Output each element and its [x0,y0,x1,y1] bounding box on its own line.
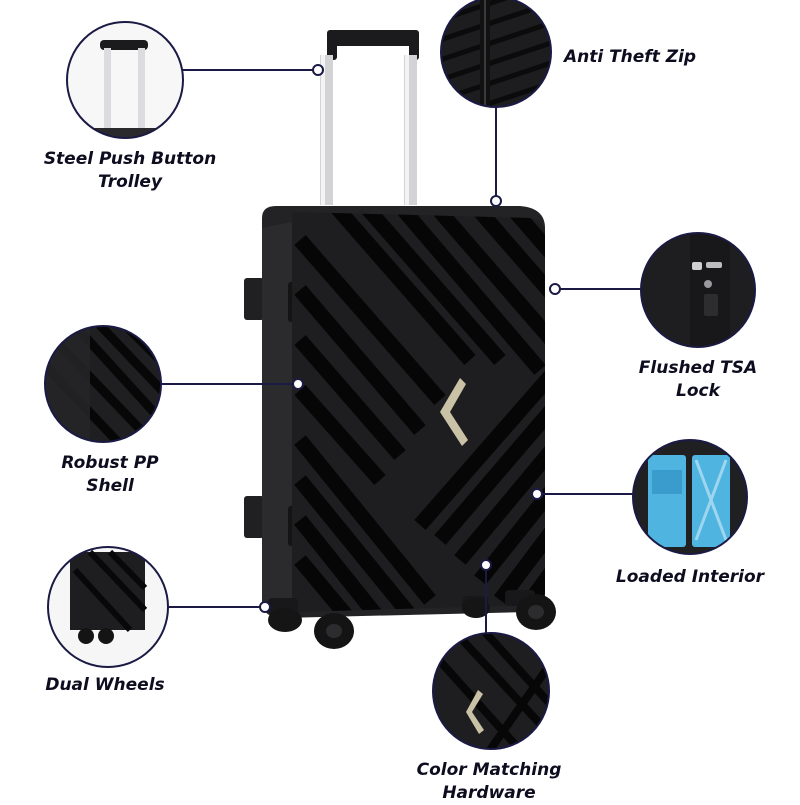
trolley-label-line2: Trolley [97,172,163,192]
hardware-label: Color Matching Hardware [408,759,570,805]
front-shell [292,212,545,612]
wheels-detail-circle [47,546,169,668]
interior-label-line1: Loaded Interior [615,567,765,587]
trolley-label-line1: Steel Push Button [43,149,217,169]
zip-label: Anti Theft Zip [555,46,705,69]
shell-label: Robust PP Shell [45,452,175,498]
connector-dots [259,64,561,613]
shell-detail-circle [44,325,162,443]
interior-label: Loaded Interior [612,566,768,589]
zip-label-line1: Anti Theft Zip [563,47,697,67]
zip-detail-circle [440,0,552,108]
tsa-label-line2: Lock [676,381,720,401]
wheels [268,590,556,649]
tsa-lock-detail-circle [640,232,756,348]
tsa-label-line1: Flushed TSA [638,358,758,378]
suitcase [244,30,556,649]
hardware-label-line1: Color Matching [416,760,562,780]
wheels-label-line1: Dual Wheels [45,675,165,695]
shell-label-line2: Shell [86,476,134,496]
trolley-label: Steel Push Button Trolley [40,148,220,194]
trolley-detail-circle [66,21,184,139]
wheels-label: Dual Wheels [35,674,175,697]
hardware-label-line2: Hardware [442,783,536,803]
shell-label-line1: Robust PP [61,453,159,473]
connector-lines [161,69,641,633]
interior-detail-circle [632,439,748,555]
trolley-handle [320,30,419,205]
tsa-label: Flushed TSA Lock [628,357,768,403]
side-feet [244,278,264,538]
hardware-detail-circle [432,632,550,750]
accent-chevron [440,378,468,446]
